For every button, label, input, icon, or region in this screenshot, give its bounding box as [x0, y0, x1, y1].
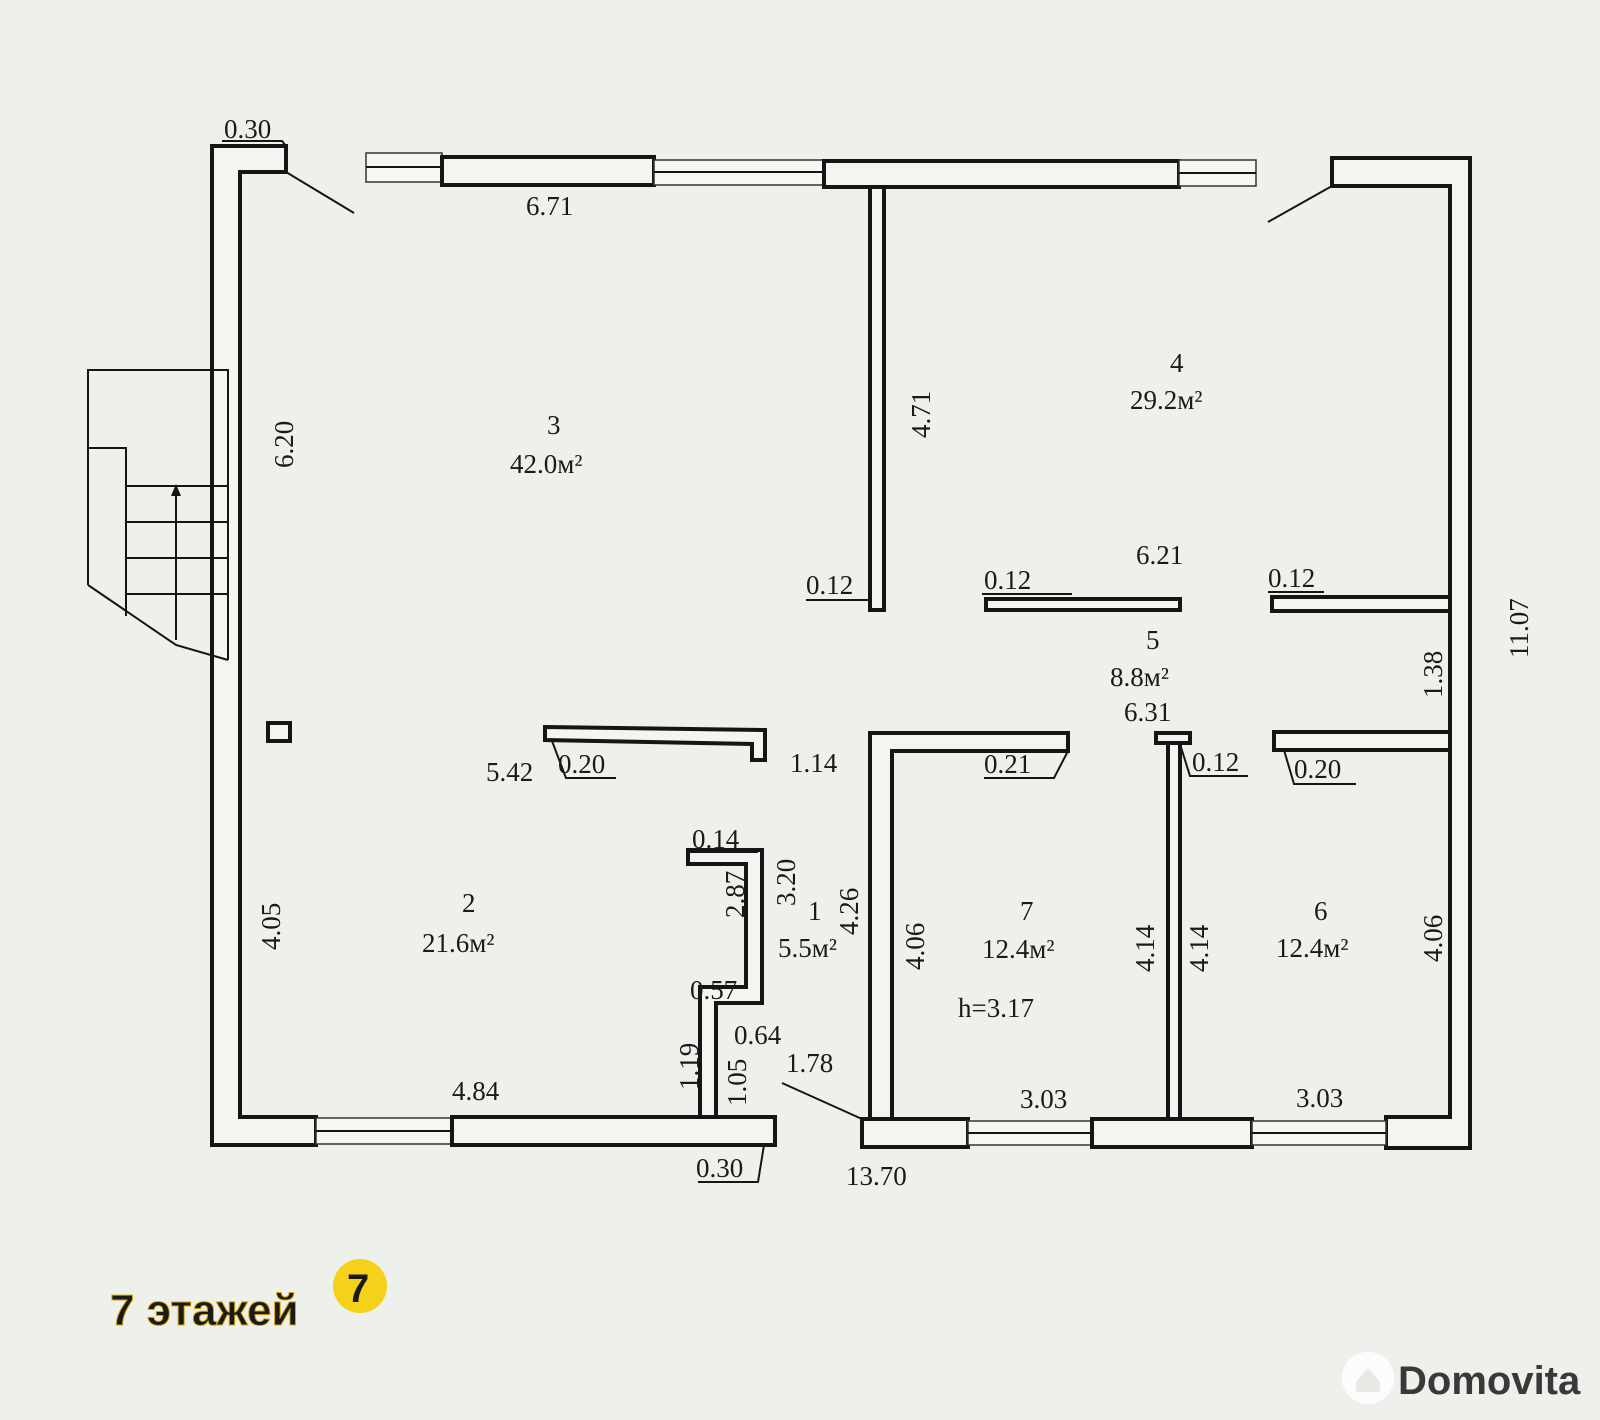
- partition-pillar-cap: [1154, 731, 1192, 745]
- staircase: [87, 369, 229, 661]
- partition-corridor-right: [1270, 595, 1452, 613]
- partition-corridor-mid: [984, 597, 1182, 612]
- partition-hall-stepped: [686, 848, 764, 1119]
- dim-corridor-right-wall: 0.12: [1268, 563, 1315, 593]
- wall-bottom-1: [450, 1115, 777, 1147]
- dim-hall-wall-top: 0.14: [692, 824, 740, 854]
- door-swing-top-right: [1267, 185, 1333, 223]
- dim-left-lower: 4.05: [256, 903, 286, 950]
- room-6-number: 6: [1314, 896, 1328, 926]
- dim-bottom-total: 13.70: [846, 1161, 907, 1191]
- room-5-number: 5: [1146, 625, 1160, 655]
- dim-corridor-width: 6.21: [1136, 540, 1183, 570]
- dim-room7-left: 4.06: [900, 923, 930, 970]
- dim-corridor-depth: 1.38: [1418, 651, 1448, 698]
- dim-opening-width: 1.14: [790, 748, 838, 778]
- room-3-area: 42.0м²: [510, 449, 582, 479]
- partition-small-left: [266, 721, 292, 743]
- dim-top-width: 6.71: [526, 191, 573, 221]
- partition-room7-frame: [868, 731, 1070, 1121]
- dim-room7-right-wall: 0.12: [1192, 747, 1239, 777]
- room-7-area: 12.4м²: [982, 934, 1054, 964]
- dim-partition-height: 4.71: [906, 391, 936, 438]
- dim-room6-top-wall: 0.20: [1294, 754, 1341, 784]
- wall-top-1: [440, 155, 656, 187]
- dim-left-upper: 6.20: [269, 421, 299, 468]
- dim-partition-left-thickness: 0.20: [558, 749, 605, 779]
- room-4-number: 4: [1170, 348, 1184, 378]
- wall-top-2: [822, 159, 1181, 189]
- partition-room6-room7: [1166, 740, 1182, 1121]
- domovita-text: Domovita: [1398, 1359, 1581, 1403]
- dim-bottom-left-width: 4.84: [452, 1076, 500, 1106]
- dim-room6-right: 4.06: [1418, 915, 1448, 962]
- wall-bottom-2: [860, 1117, 970, 1149]
- room-4-area: 29.2м²: [1130, 385, 1202, 415]
- watermark-7-logo-icon: [333, 1259, 387, 1313]
- dim-step-small: 0.64: [734, 1020, 782, 1050]
- dim-room7-top-wall: 0.21: [984, 749, 1031, 779]
- partition-room6-top: [1272, 730, 1452, 752]
- dim-bottom-wall: 0.30: [696, 1153, 743, 1183]
- room-1-area: 5.5м²: [778, 933, 837, 963]
- dim-right-total: 11.07: [1504, 598, 1534, 658]
- watermark-7-logo-char: 7: [347, 1267, 369, 1311]
- dim-corridor-mid-wall: 0.12: [984, 565, 1031, 595]
- dim-hall-right: 4.26: [834, 888, 864, 935]
- dim-entrance-width: 1.78: [786, 1048, 833, 1078]
- partition-vertical-top: [868, 185, 886, 612]
- door-swing-top-left: [285, 171, 355, 214]
- dimension-leaders: [222, 140, 1356, 1183]
- dim-room7-right: 4.14: [1130, 924, 1160, 972]
- room-3-number: 3: [547, 410, 561, 440]
- dim-room6-bottom: 3.03: [1296, 1083, 1343, 1113]
- dimension-labels: 0.30 6.71 6.20 4.71 11.07 6.21 0.12 0.12…: [224, 114, 1534, 1191]
- dim-hall-wall-len: 2.87: [720, 871, 750, 918]
- dim-corridor-left-wall: 0.12: [806, 570, 853, 600]
- dim-room7-bottom: 3.03: [1020, 1084, 1067, 1114]
- partition-room2-top: [543, 724, 767, 762]
- dim-step-left-height: 1.19: [674, 1043, 704, 1090]
- watermark-7-etazhey: 7 этажей 7: [110, 1259, 387, 1336]
- room-5-area: 8.8м²: [1110, 662, 1169, 692]
- watermark-7-etazhey-text: 7 этажей: [110, 1286, 299, 1335]
- dim-corridor-lower-width: 6.31: [1124, 697, 1171, 727]
- ceiling-height-label: h=3.17: [958, 993, 1034, 1023]
- dim-room6-left: 4.14: [1184, 924, 1214, 972]
- room-2-area: 21.6м²: [422, 928, 494, 958]
- outer-wall-right: [1330, 156, 1472, 1150]
- room-2-number: 2: [462, 888, 476, 918]
- dim-hall-height: 3.20: [771, 859, 801, 906]
- watermark-domovita: Domovita: [1342, 1352, 1581, 1404]
- dim-top-left-wall: 0.30: [224, 114, 271, 144]
- dim-partition-left-length: 5.42: [486, 757, 533, 787]
- outer-wall-left: [210, 144, 318, 1147]
- dim-step-width: 0.57: [690, 975, 737, 1005]
- door-swing-entrance: [781, 1082, 863, 1120]
- room-labels: 3 42.0м² 4 29.2м² 5 8.8м² 2 21.6м² 1 5.5…: [422, 348, 1348, 1023]
- room-7-number: 7: [1020, 896, 1034, 926]
- wall-bottom-3: [1090, 1117, 1254, 1149]
- room-6-area: 12.4м²: [1276, 933, 1348, 963]
- dim-step-right-height: 1.05: [722, 1059, 752, 1106]
- room-1-number: 1: [808, 896, 822, 926]
